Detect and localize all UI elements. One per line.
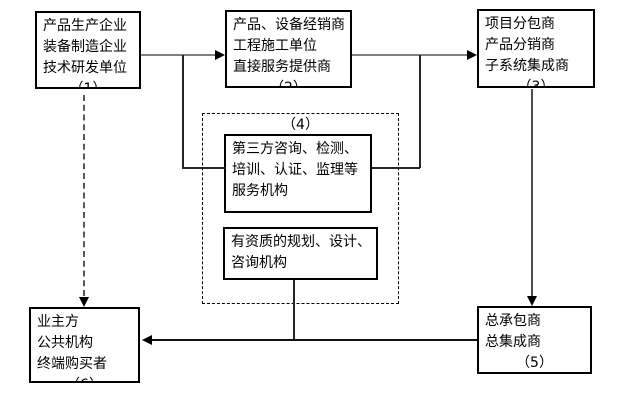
connector-right-horizontal (372, 167, 420, 169)
arrow-producers-to-distributors (141, 54, 217, 56)
box-number: （2） (270, 80, 307, 88)
box-line: 有资质的规划、设计、 (231, 234, 371, 250)
arrowhead-down-icon (527, 296, 537, 306)
box-line: 直接服务提供商 (233, 59, 331, 75)
connector-left-horizontal (182, 167, 225, 169)
arrowhead-right-icon (467, 50, 477, 60)
box-number: （6） (37, 375, 132, 381)
box-general-contractor: 总承包商 总集成商 （5） (477, 306, 592, 374)
box-line: 产品生产企业 (43, 18, 127, 34)
arrowhead-right-icon (215, 50, 225, 60)
connector-qualified-to-bottom-arrow (293, 280, 295, 340)
connector-right-vertical (419, 55, 421, 168)
box-thirdparty-services: 第三方咨询、检测、 培训、认证、监理等 服务机构 (224, 134, 372, 213)
box-line: 装备制造企业 (43, 39, 127, 55)
box-owners: 业主方 公共机构 终端购买者 （6） (29, 307, 140, 383)
box-number: （1） (69, 81, 107, 89)
box-line: 第三方咨询、检测、 (232, 141, 358, 157)
box-line: 终端购买者 (37, 356, 107, 372)
dashed-group-box (202, 113, 399, 304)
box-number: （5） (516, 355, 553, 371)
box-line: 咨询机构 (231, 255, 287, 271)
box-line: 工程施工单位 (233, 38, 317, 54)
box-line: 子系统集成商 (485, 58, 569, 74)
arrow-distributors-to-subcontractors (352, 54, 469, 56)
group-label-4: （4） (282, 117, 319, 133)
box-producers: 产品生产企业 装备制造企业 技术研发单位 （1） (35, 11, 141, 89)
arrowhead-down-icon (79, 297, 89, 307)
arrow-subcontractors-to-contractor (531, 89, 533, 296)
box-line: 服务机构 (232, 183, 288, 199)
box-line: 总承包商 (485, 313, 541, 329)
arrow-contractor-to-owners (152, 339, 477, 341)
box-line: 产品分销商 (485, 37, 555, 53)
box-line: 总集成商 (485, 334, 541, 350)
box-line: 公共机构 (37, 335, 93, 351)
connector-left-vertical (182, 55, 184, 168)
box-line: 技术研发单位 (43, 60, 127, 76)
box-line: 业主方 (37, 314, 79, 330)
arrowhead-left-icon (142, 335, 152, 345)
box-subcontractors: 项目分包商 产品分销商 子系统集成商 （3） (477, 9, 595, 88)
box-distributors: 产品、设备经销商 工程施工单位 直接服务提供商 （2） (225, 10, 352, 88)
box-number: （3） (517, 79, 555, 88)
box-line: 培训、认证、监理等 (232, 162, 358, 178)
box-qualified-agencies: 有资质的规划、设计、 咨询机构 (223, 227, 378, 280)
box-line: 产品、设备经销商 (233, 17, 345, 33)
box-line: 项目分包商 (485, 16, 555, 32)
dashed-arrow-producers-to-owners (83, 95, 85, 296)
